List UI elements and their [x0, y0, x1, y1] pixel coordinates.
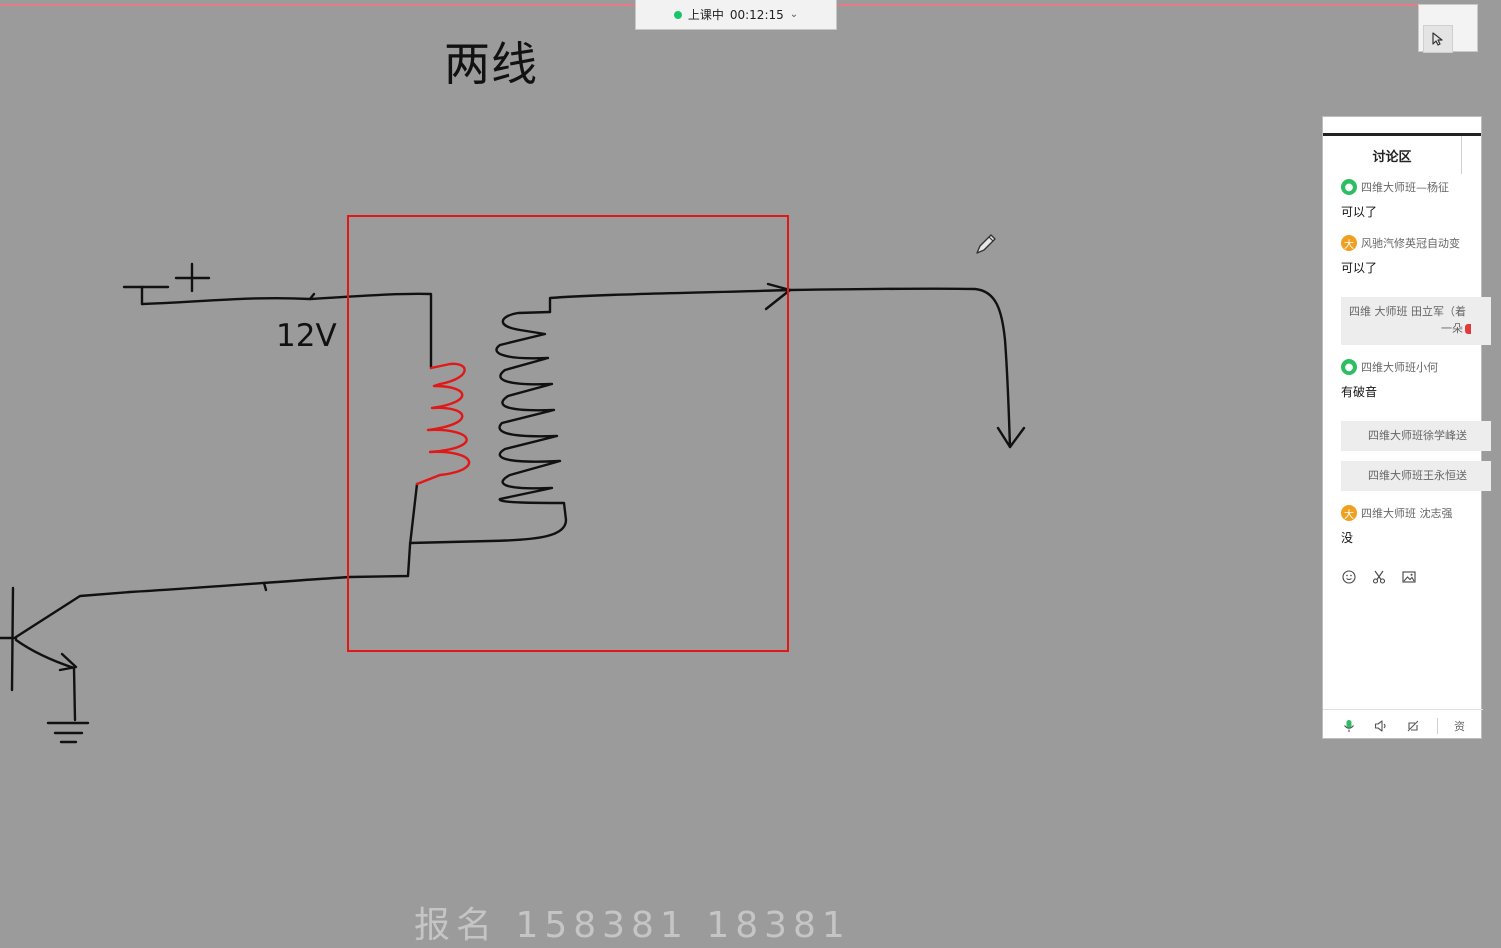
message-text: 可以了	[1341, 261, 1378, 275]
gift-notice-line2: 一朵	[1441, 322, 1463, 335]
circuit-drawing: 12V	[0, 215, 1026, 744]
message-text: 可以了	[1341, 205, 1378, 219]
microphone-icon[interactable]	[1341, 718, 1357, 734]
secondary-coil	[408, 310, 568, 545]
output-wire	[788, 287, 1012, 449]
da-avatar-icon: 大	[1341, 235, 1357, 251]
video-off-icon[interactable]	[1405, 718, 1421, 734]
pencil-icon	[976, 234, 996, 254]
elapsed-time: 00:12:15	[729, 7, 784, 22]
resources-label[interactable]: 资	[1454, 720, 1465, 733]
tab-divider	[1461, 136, 1462, 174]
board-title: 两线	[444, 37, 538, 91]
wire-mark-2	[262, 581, 268, 592]
message-author: 风驰汽修英冠自动变	[1361, 237, 1460, 250]
message-author: 四维大师班 沈志强	[1361, 507, 1453, 520]
discussion-panel: 讨论区 ● 四维大师班—杨征 可以了 大 风驰汽修英冠自动变 可以了 四维 大师…	[1322, 116, 1491, 740]
message-author: 四维大师班小何	[1361, 361, 1438, 374]
flower-icon	[1465, 324, 1471, 334]
gift-notice-line1: 四维 大师班 田立军（着	[1349, 305, 1466, 318]
arrow-head	[764, 282, 792, 311]
wechat-icon: ●	[1341, 179, 1357, 195]
da-avatar-icon: 大	[1341, 505, 1357, 521]
emitter-arrow	[58, 652, 78, 672]
chat-tabs: 讨论区	[1323, 133, 1481, 194]
live-indicator-icon	[673, 10, 682, 19]
gift-notice: 四维大师班徐学峰送	[1341, 421, 1491, 451]
status-label: 上课中	[687, 8, 724, 22]
output-arrow-head	[996, 426, 1026, 449]
chat-message: 大 风驰汽修英冠自动变 可以了	[1341, 235, 1501, 276]
chat-message: ● 四维大师班小何 有破音	[1341, 359, 1501, 400]
chat-footer: 资	[1323, 709, 1483, 740]
message-text: 没	[1341, 531, 1354, 545]
secondary-top-wire	[548, 288, 792, 314]
wire-mark	[308, 292, 316, 301]
drawing-toolbar	[1418, 4, 1478, 53]
class-status-pill[interactable]: 上课中 00:12:15 ⌄	[635, 0, 837, 30]
chat-input-tools	[1341, 569, 1417, 585]
highlight-box	[347, 215, 789, 652]
message-text: 有破音	[1341, 385, 1378, 399]
footer-separator	[1437, 718, 1438, 734]
gift-notice: 四维 大师班 田立军（着 一朵	[1341, 297, 1491, 345]
gift-notice: 四维大师班王永恒送	[1341, 461, 1491, 491]
chat-message: ● 四维大师班—杨征 可以了	[1341, 179, 1501, 220]
speaker-icon[interactable]	[1373, 718, 1389, 734]
wechat-icon: ●	[1341, 359, 1357, 375]
primary-coil	[415, 362, 471, 486]
message-author: 四维大师班—杨征	[1361, 181, 1449, 194]
primary-bottom-wire	[14, 482, 419, 639]
chat-message: 大 四维大师班 沈志强 没	[1341, 505, 1501, 546]
chevron-down-icon[interactable]: ⌄	[789, 9, 799, 20]
emoji-icon[interactable]	[1341, 569, 1357, 585]
watermark-text: 报名 158381 18381	[414, 905, 851, 946]
scissors-icon[interactable]	[1371, 569, 1387, 585]
cursor-arrow-icon[interactable]	[1423, 25, 1453, 53]
image-icon[interactable]	[1401, 569, 1417, 585]
voltage-label: 12V	[276, 318, 337, 354]
tab-discussion[interactable]: 讨论区	[1372, 149, 1412, 165]
transistor-emitter	[14, 638, 77, 722]
